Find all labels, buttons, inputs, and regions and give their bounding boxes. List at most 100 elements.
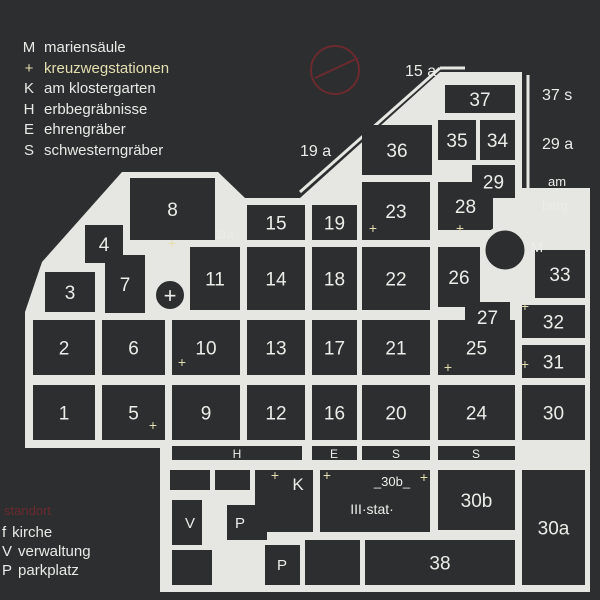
plot-area	[438, 247, 480, 307]
cross-icon: +	[521, 356, 529, 372]
plot-area	[522, 470, 585, 585]
cross-icon: +	[521, 298, 529, 314]
label-m: M	[531, 239, 544, 256]
label-church-p: P	[235, 515, 245, 532]
plot-22: 22	[362, 247, 430, 310]
label-15a: 15 a	[405, 63, 436, 80]
plot-32: 32	[522, 305, 585, 338]
plot-17: 17	[312, 320, 357, 375]
plot-area	[312, 247, 357, 310]
plot-label: 17	[324, 339, 345, 360]
plot-6: 6	[102, 320, 165, 375]
cross-icon: +	[369, 220, 377, 236]
plot-label: 37	[469, 90, 490, 111]
plot-label: 22	[385, 270, 406, 291]
plot-24: 24	[438, 385, 515, 440]
plot-13: 13	[247, 320, 305, 375]
plot-area	[247, 205, 305, 240]
cross-icon: +	[271, 467, 279, 483]
plot-18: 18	[312, 247, 357, 310]
compass-icon	[310, 45, 360, 95]
plot-church-top	[215, 470, 250, 490]
plot-35: 35	[438, 120, 476, 160]
plot-church-left	[170, 470, 210, 490]
plot-37: 37	[445, 85, 515, 113]
plot-5: 5	[102, 385, 165, 440]
compass-needle	[314, 57, 359, 79]
label-III-stat: III·stat·	[350, 501, 394, 517]
standort-label: standort	[4, 503, 51, 518]
label-k: K	[292, 475, 304, 494]
plot-area	[522, 385, 585, 440]
plot-2: 2	[33, 320, 95, 375]
plot-area	[480, 120, 515, 160]
plot-label: 8	[167, 200, 178, 221]
plot-label: 31	[543, 353, 564, 374]
label-s-2: S	[472, 447, 480, 461]
plot-label: 10	[195, 339, 216, 360]
plot-label: 7	[120, 275, 131, 296]
plot-10: 10	[172, 320, 240, 375]
plot-23: 23	[362, 182, 430, 240]
plot-3: 3	[45, 272, 95, 312]
plot-area	[522, 345, 585, 378]
label-p: P	[277, 557, 287, 574]
label-30b-small: _30b_	[373, 474, 411, 489]
plot-label: 24	[466, 404, 488, 425]
plot-38: 38	[365, 540, 515, 585]
mariensaeule-circle	[480, 225, 530, 275]
label-v: V	[185, 515, 195, 532]
plot-area	[172, 385, 240, 440]
plot-14: 14	[247, 247, 305, 310]
plot-label: 38	[429, 554, 450, 575]
plot-area	[312, 205, 357, 240]
plot-label: 33	[549, 265, 570, 286]
plot-h	[172, 446, 302, 460]
plot-label: 1	[59, 404, 70, 425]
plot-label: 5	[128, 404, 139, 425]
plot-label: 30a	[538, 519, 570, 540]
plot-label: 27	[477, 308, 498, 329]
plot-label: 30	[543, 404, 564, 425]
plot-label: 14	[265, 270, 287, 291]
plot-7: 7	[105, 255, 145, 313]
label-e: E	[330, 447, 338, 461]
plot-area	[247, 320, 305, 375]
label-am: am	[548, 174, 566, 189]
plot-label: 20	[385, 404, 406, 425]
central-cross-icon: +	[164, 283, 177, 308]
plot-26: 26	[438, 247, 480, 307]
plot-area	[438, 120, 476, 160]
plot-s-2	[438, 446, 515, 460]
label-h: H	[233, 447, 242, 461]
plot-parkplatz	[265, 545, 300, 585]
plot-label: 11	[205, 270, 225, 291]
plot-label: 2	[59, 339, 70, 360]
plot-label: 3	[65, 283, 76, 304]
plot-label: 13	[265, 339, 286, 360]
cross-icon: +	[178, 354, 186, 370]
plot-20: 20	[362, 385, 430, 440]
plot-area	[102, 385, 165, 440]
plot-36: 36	[362, 125, 432, 175]
plot-label: 25	[466, 339, 487, 360]
plot-area	[312, 320, 357, 375]
plot-e	[312, 446, 357, 460]
plot-16: 16	[312, 385, 357, 440]
plot-33: 33	[535, 250, 585, 298]
label-19a: 19 a	[300, 143, 331, 160]
plot-29: 29	[472, 165, 515, 198]
plot-area	[102, 320, 165, 375]
label-s-1: S	[392, 447, 400, 461]
plot-s-1	[362, 446, 430, 460]
plot-bottom-mid	[305, 540, 360, 585]
plot-area	[105, 255, 145, 313]
plot-label: 30b	[461, 491, 493, 512]
